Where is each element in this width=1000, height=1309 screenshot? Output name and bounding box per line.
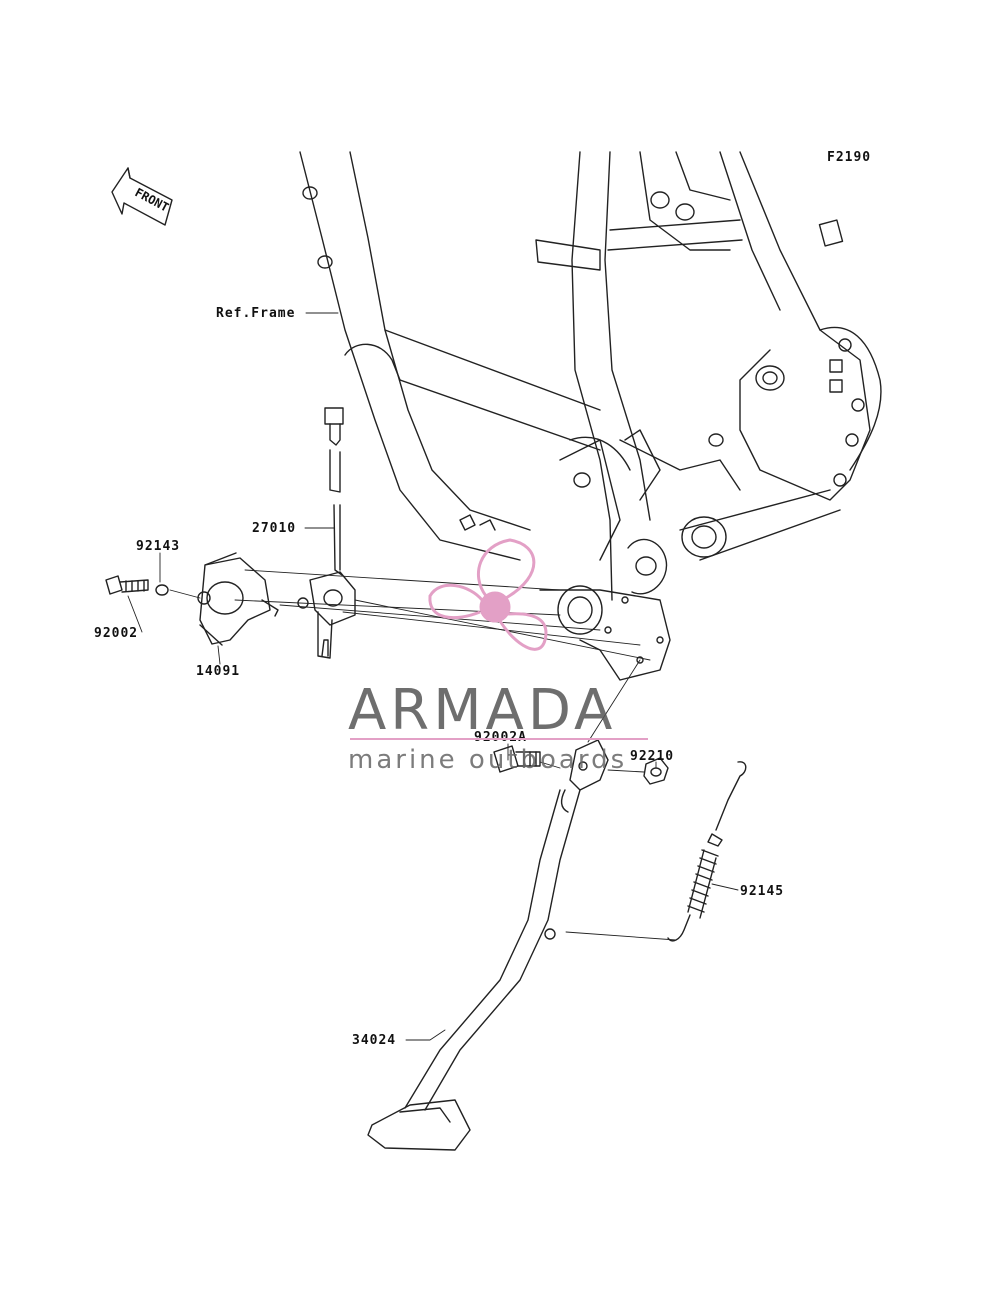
switch-cover	[197, 552, 279, 646]
frame-lower-bracket	[459, 429, 671, 681]
sidestand-part	[367, 659, 641, 1151]
part-label-34024: 34024	[352, 1033, 397, 1048]
watermark-divider	[350, 738, 648, 740]
part-label-92002a: 92002A	[474, 730, 527, 745]
watermark-title: ARMADA	[348, 678, 617, 743]
part-label-92210: 92210	[630, 749, 675, 764]
front-arrow-icon	[111, 167, 173, 226]
sidestand-switch-wire	[324, 407, 344, 576]
frame-cross-tube	[384, 329, 601, 451]
part-label-92002: 92002	[94, 626, 139, 641]
pivot-bolt-part	[493, 745, 561, 773]
part-label-27010: 27010	[252, 521, 297, 536]
spring-part	[565, 761, 747, 942]
part-label-14091: 14091	[196, 664, 241, 679]
frame-right-tubes	[535, 151, 743, 601]
frame-pivot-plate	[619, 151, 882, 561]
frame-left-tube	[299, 151, 531, 561]
sidestand-switch	[297, 571, 356, 659]
ref-frame-label: Ref.Frame	[216, 306, 296, 321]
label-leaders	[127, 312, 739, 1041]
assembly-lines	[169, 569, 651, 661]
watermark-subtitle: marine outboards	[348, 745, 628, 775]
washer-part	[155, 584, 169, 596]
propeller-logo-icon	[428, 538, 548, 651]
part-label-92143: 92143	[136, 539, 181, 554]
bolt-part	[105, 575, 149, 595]
figure-code: F2190	[827, 150, 872, 165]
part-label-92145: 92145	[740, 884, 785, 899]
